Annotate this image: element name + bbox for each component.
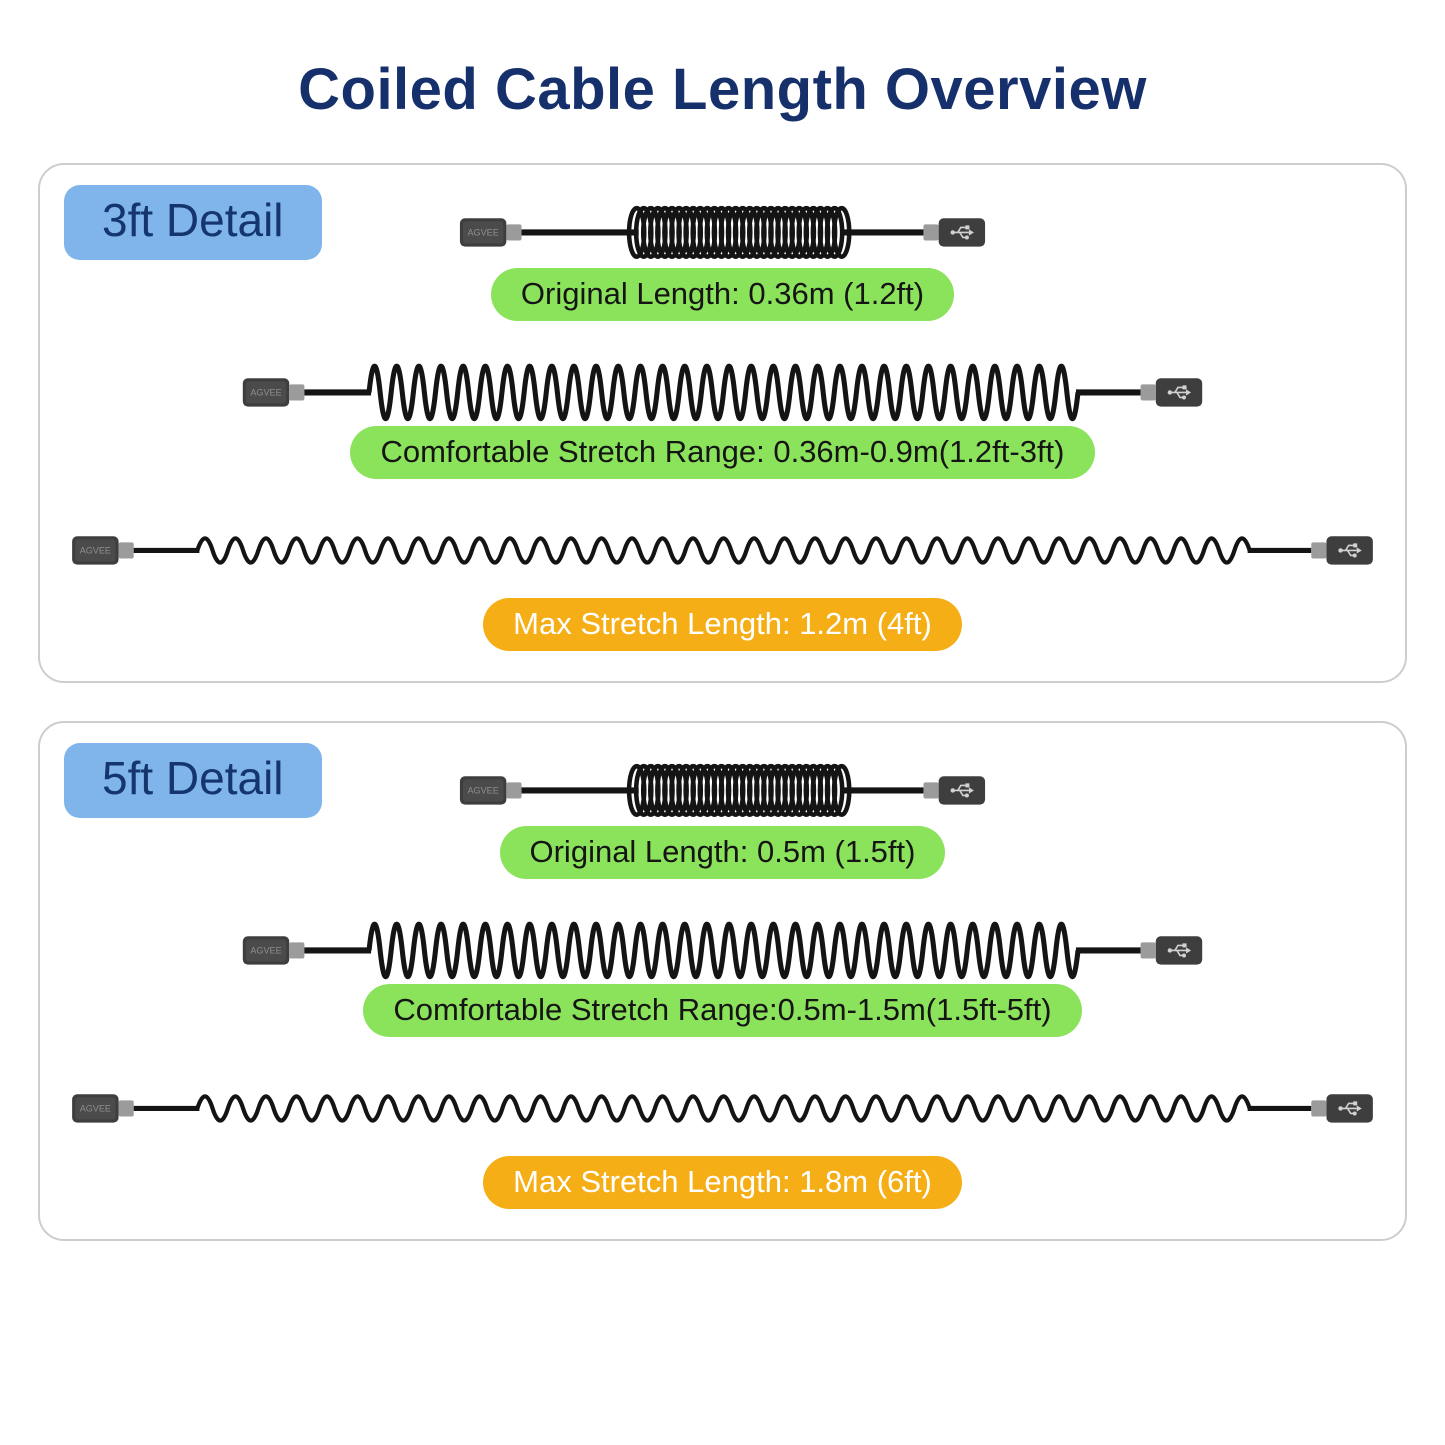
- cable-row-original: AGVEE Original Length: 0.36m (1.2ft): [66, 187, 1379, 322]
- max-stretch-label: Max Stretch Length: 1.2m (4ft): [483, 598, 962, 652]
- panel-badge-5ft: 5ft Detail: [64, 743, 322, 818]
- cable-row-max: AGVEE Max Stretch Length: 1.2m (4ft): [66, 505, 1379, 652]
- comfortable-stretch-label: Comfortable Stretch Range:0.5m-1.5m(1.5f…: [363, 984, 1082, 1038]
- stretched-cable-illustration: AGVEE: [242, 922, 1203, 980]
- max-stretch-cable-illustration: AGVEE: [72, 536, 1373, 565]
- comfortable-stretch-label: Comfortable Stretch Range: 0.36m-0.9m(1.…: [350, 425, 1095, 480]
- svg-text:AGVEE: AGVEE: [250, 946, 281, 956]
- max-stretch-cable-illustration: AGVEE: [72, 1094, 1373, 1124]
- coiled-cable-illustration: AGVEE: [459, 764, 986, 818]
- original-length-label: Original Length: 0.5m (1.5ft): [499, 826, 946, 880]
- svg-text:AGVEE: AGVEE: [468, 227, 499, 237]
- svg-text:AGVEE: AGVEE: [80, 1104, 111, 1114]
- svg-text:AGVEE: AGVEE: [250, 388, 281, 398]
- panel-5ft: 5ft Detail AGVEE Original Length: 0.5m (…: [38, 721, 1407, 1242]
- cable-row-max: AGVEE Max Stretch Length: 1.8m (6ft): [66, 1063, 1379, 1210]
- panel-3ft: 3ft Detail AGVEE Original Length: 0.36m …: [38, 163, 1407, 684]
- infographic-page: Coiled Cable Length Overview 3ft Detail …: [38, 57, 1407, 1242]
- panel-badge-3ft: 3ft Detail: [64, 185, 322, 260]
- max-stretch-label: Max Stretch Length: 1.8m (6ft): [483, 1156, 962, 1210]
- page-title: Coiled Cable Length Overview: [298, 57, 1147, 122]
- cable-row-stretch: AGVEE Comfortable Stretch Range:0.5m-1.5…: [66, 905, 1379, 1038]
- cable-row-stretch: AGVEE Comfortable Stretch Range: 0.36m-0…: [66, 347, 1379, 480]
- stretched-cable-illustration: AGVEE: [242, 364, 1203, 421]
- cable-row-original: AGVEE Original Length: 0.5m (1.5ft): [66, 745, 1379, 880]
- svg-text:AGVEE: AGVEE: [468, 786, 499, 796]
- svg-text:AGVEE: AGVEE: [80, 546, 111, 556]
- original-length-label: Original Length: 0.36m (1.2ft): [490, 267, 955, 322]
- coiled-cable-illustration: AGVEE: [459, 205, 986, 259]
